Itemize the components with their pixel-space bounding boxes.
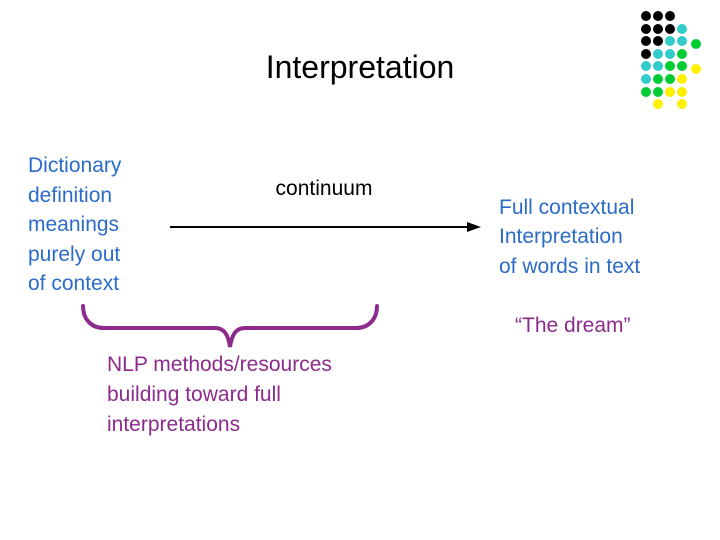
dot bbox=[665, 11, 675, 21]
right-endpoint-lines: Full contextual Interpretation of words … bbox=[499, 195, 641, 278]
dot bbox=[665, 36, 675, 46]
dot bbox=[641, 36, 651, 46]
dot bbox=[653, 99, 663, 109]
slide-title: Interpretation bbox=[265, 49, 455, 85]
dot bbox=[653, 11, 663, 21]
nlp-caption: NLP methods/resources building toward fu… bbox=[107, 353, 332, 436]
dot bbox=[665, 24, 675, 34]
dot bbox=[653, 24, 663, 34]
right-endpoint-text: Full contextual Interpretation of words … bbox=[499, 163, 640, 370]
dot bbox=[677, 36, 687, 46]
dot bbox=[677, 24, 687, 34]
dot bbox=[677, 87, 687, 97]
left-endpoint-text: Dictionary definition meanings purely ou… bbox=[28, 154, 122, 295]
underbrace-icon bbox=[81, 304, 379, 348]
continuum-arrow-icon bbox=[170, 222, 481, 232]
dream-quote: “The dream” bbox=[515, 313, 631, 337]
dot bbox=[677, 99, 687, 109]
dot bbox=[653, 36, 663, 46]
dot bbox=[641, 24, 651, 34]
dot bbox=[641, 87, 651, 97]
dot bbox=[653, 87, 663, 97]
dot bbox=[641, 11, 651, 21]
continuum-label: continuum bbox=[275, 177, 373, 200]
dot bbox=[665, 87, 675, 97]
